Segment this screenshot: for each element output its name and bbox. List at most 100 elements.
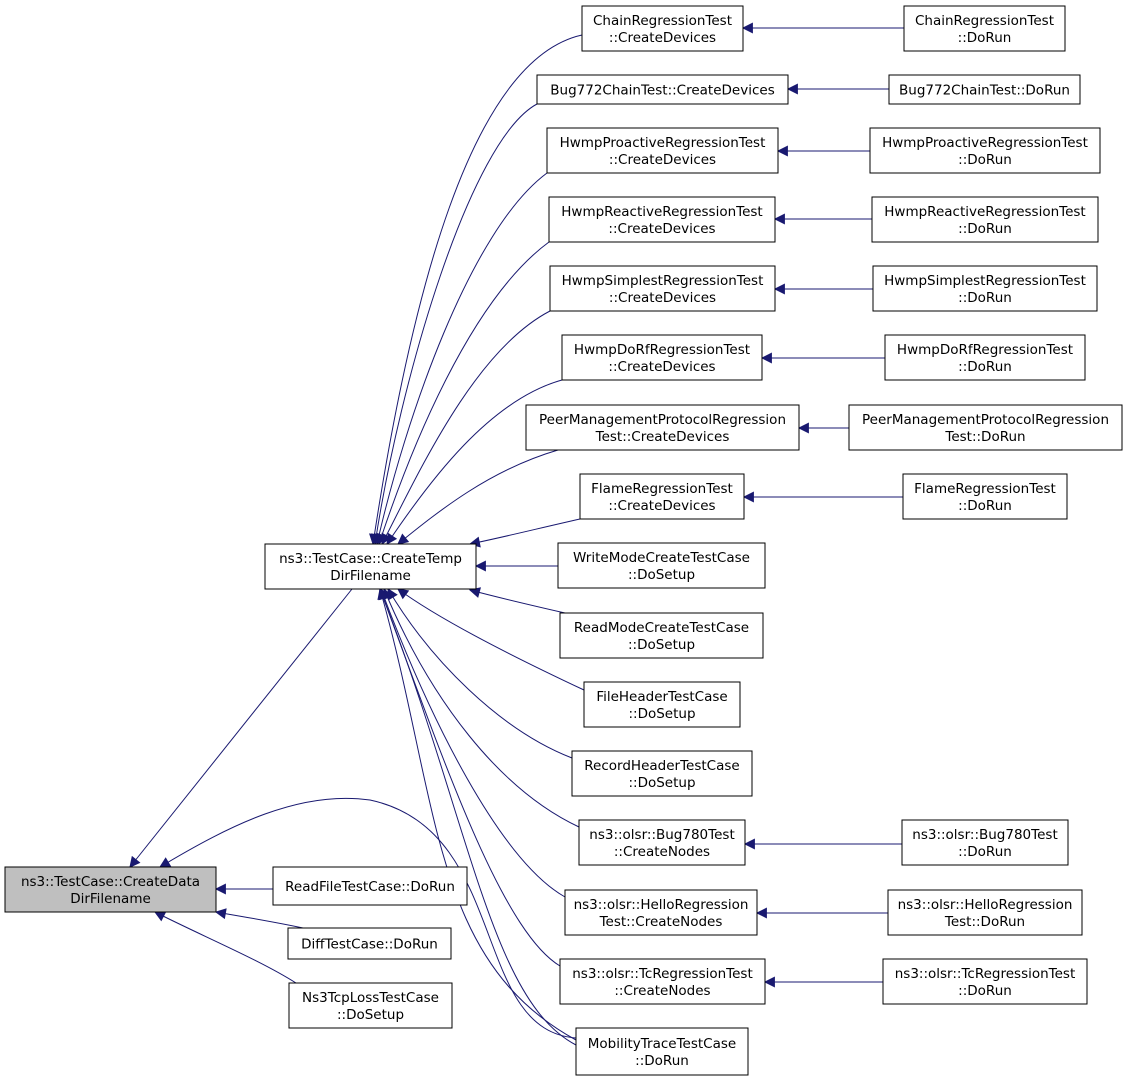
node-flame-cd[interactable]: FlameRegressionTest::CreateDevices <box>579 473 745 520</box>
node-box <box>548 196 776 243</box>
node-peer-cd[interactable]: PeerManagementProtocolRegressionTest::Cr… <box>525 404 800 451</box>
node-label-line: FlameRegressionTest <box>914 481 1056 497</box>
node-label-line: Test::DoRun <box>944 429 1025 445</box>
node-mobility[interactable]: MobilityTraceTestCase::DoRun <box>575 1027 749 1076</box>
node-fileheader[interactable]: FileHeaderTestCase::DoSetup <box>583 681 741 728</box>
node-box <box>882 958 1088 1005</box>
node-label-line: Bug772ChainTest::DoRun <box>899 83 1070 99</box>
node-writemode[interactable]: WriteModeCreateTestCase::DoSetup <box>557 542 766 589</box>
node-label-line: ns3::TestCase::CreateData <box>21 874 200 890</box>
node-hwmpd-cd[interactable]: HwmpDoRfRegressionTest::CreateDevices <box>561 334 763 381</box>
node-chain-run[interactable]: ChainRegressionTest::DoRun <box>903 5 1066 52</box>
call-edge <box>369 34 583 546</box>
node-label-line: ::CreateDevices <box>608 359 715 375</box>
call-edge <box>129 588 353 868</box>
node-label-line: ::DoRun <box>958 221 1012 237</box>
call-edge <box>159 797 577 1039</box>
call-edge <box>468 587 566 614</box>
node-bug780-cn[interactable]: ns3::olsr::Bug780Test::CreateNodes <box>578 819 746 866</box>
node-label-line: ReadModeCreateTestCase <box>574 620 749 636</box>
call-edge <box>377 587 577 1041</box>
node-label-line: PeerManagementProtocolRegression <box>539 412 786 428</box>
node-label-line: ns3::olsr::HelloRegression <box>898 897 1073 913</box>
node-label-line: ChainRegressionTest <box>915 13 1054 29</box>
node-box <box>848 404 1123 451</box>
node-box <box>581 5 744 52</box>
node-label-line: ::CreateDevices <box>608 498 715 514</box>
node-box <box>536 74 789 105</box>
node-bug780-run[interactable]: ns3::olsr::Bug780Test::DoRun <box>901 819 1069 866</box>
node-box <box>561 334 763 381</box>
node-box <box>525 404 800 451</box>
node-label-line: PeerManagementProtocolRegression <box>862 412 1109 428</box>
node-label-line: ::CreateDevices <box>609 290 716 306</box>
node-recordheader[interactable]: RecordHeaderTestCase::DoSetup <box>571 750 753 797</box>
node-label-line: ::CreateDevices <box>608 221 715 237</box>
node-box <box>272 866 468 906</box>
node-chain-cd[interactable]: ChainRegressionTest::CreateDevices <box>581 5 744 52</box>
node-box <box>559 958 766 1005</box>
node-hwmpp-run[interactable]: HwmpProactiveRegressionTest::DoRun <box>869 127 1101 174</box>
node-box <box>888 74 1081 105</box>
call-edge <box>382 587 580 828</box>
node-label-line: MobilityTraceTestCase <box>588 1036 736 1052</box>
node-box <box>884 334 1086 381</box>
call-edge <box>378 587 577 1046</box>
node-label-line: HwmpDoRfRegressionTest <box>574 342 750 358</box>
node-label-line: ChainRegressionTest <box>593 13 732 29</box>
node-label-line: ReadFileTestCase::DoRun <box>285 879 455 895</box>
node-ns3tcp[interactable]: Ns3TcpLossTestCase::DoSetup <box>288 982 453 1029</box>
node-peer-run[interactable]: PeerManagementProtocolRegressionTest::Do… <box>848 404 1123 451</box>
node-tc-run[interactable]: ns3::olsr::TcRegressionTest::DoRun <box>882 958 1088 1005</box>
node-label-line: ::CreateNodes <box>614 844 710 860</box>
edges <box>129 22 975 1046</box>
node-hwmpd-run[interactable]: HwmpDoRfRegressionTest::DoRun <box>884 334 1086 381</box>
node-label-line: HwmpSimplestRegressionTest <box>884 273 1086 289</box>
call-edge <box>387 588 573 759</box>
node-bug772-cd[interactable]: Bug772ChainTest::CreateDevices <box>536 74 789 105</box>
node-readfile[interactable]: ReadFileTestCase::DoRun <box>272 866 468 906</box>
node-label-line: HwmpProactiveRegressionTest <box>882 135 1088 151</box>
node-label-line: ::DoRun <box>958 359 1012 375</box>
call-edge <box>154 911 297 984</box>
node-box <box>557 542 766 589</box>
node-hwmpr-cd[interactable]: HwmpReactiveRegressionTest::CreateDevice… <box>548 196 776 243</box>
node-label-line: RecordHeaderTestCase <box>584 758 739 774</box>
node-label-line: ns3::olsr::TcRegressionTest <box>895 966 1076 982</box>
node-hwmpp-cd[interactable]: HwmpProactiveRegressionTest::CreateDevic… <box>546 127 779 174</box>
node-hwmps-cd[interactable]: HwmpSimplestRegressionTest::CreateDevice… <box>549 265 776 312</box>
node-label-line: ::DoRun <box>635 1053 689 1069</box>
node-label-line: ::CreateDevices <box>609 30 716 46</box>
node-label-line: DiffTestCase::DoRun <box>301 937 438 953</box>
node-tc-cn[interactable]: ns3::olsr::TcRegressionTest::CreateNodes <box>559 958 766 1005</box>
node-box <box>583 681 741 728</box>
node-label-line: ::DoSetup <box>628 637 695 653</box>
node-label-line: ::CreateNodes <box>614 983 710 999</box>
nodes: ns3::TestCase::CreateDataDirFilenamens3:… <box>4 5 1123 1076</box>
node-label-line: ::DoSetup <box>628 567 695 583</box>
node-label-line: ::DoRun <box>958 983 1012 999</box>
node-box <box>546 127 779 174</box>
node-label-line: WriteModeCreateTestCase <box>573 550 750 566</box>
node-readmode[interactable]: ReadModeCreateTestCase::DoSetup <box>559 612 764 659</box>
node-box <box>287 927 452 960</box>
node-hwmps-run[interactable]: HwmpSimplestRegressionTest::DoRun <box>872 265 1098 312</box>
node-hwmpr-run[interactable]: HwmpReactiveRegressionTest::DoRun <box>871 196 1099 243</box>
node-box <box>564 889 758 936</box>
node-label-line: FlameRegressionTest <box>591 481 733 497</box>
node-box <box>869 127 1101 174</box>
node-label-line: ns3::olsr::Bug780Test <box>589 827 734 843</box>
node-flame-run[interactable]: FlameRegressionTest::DoRun <box>902 473 1068 520</box>
call-edge <box>468 518 581 548</box>
node-box <box>872 265 1098 312</box>
node-label-line: ::DoRun <box>958 498 1012 514</box>
node-hello-cn[interactable]: ns3::olsr::HelloRegressionTest::CreateNo… <box>564 889 758 936</box>
node-difftest[interactable]: DiffTestCase::DoRun <box>287 927 452 960</box>
node-box <box>559 612 764 659</box>
node-bug772-run[interactable]: Bug772ChainTest::DoRun <box>888 74 1081 105</box>
node-box <box>579 473 745 520</box>
